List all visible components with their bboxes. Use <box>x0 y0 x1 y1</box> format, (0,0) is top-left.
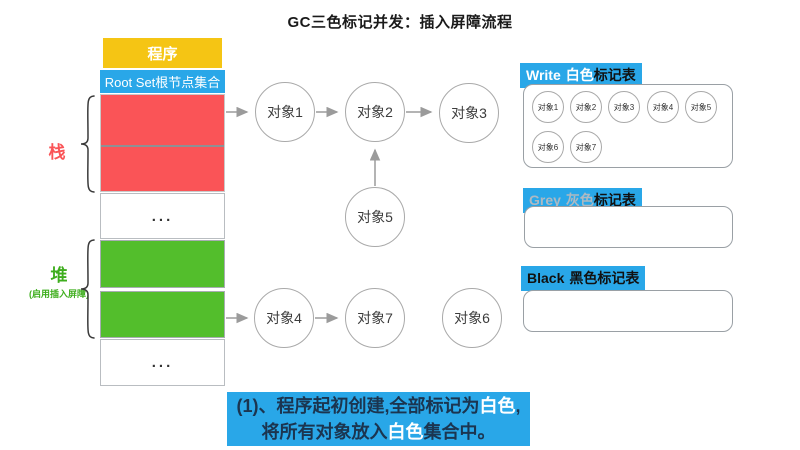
caption-line2-highlight: 白色 <box>387 422 424 442</box>
grey-table-color-word: 灰色 <box>565 192 594 208</box>
caption-line1-pre: (1)、程序起初创建,全部标记为 <box>236 396 480 416</box>
caption-box: (1)、程序起初创建,全部标记为白色, 将所有对象放入白色集合中。 <box>227 392 530 446</box>
heap-segment-2 <box>100 291 225 338</box>
heap-segment-1 <box>100 240 225 288</box>
white-table-item-object2: 对象2 <box>570 91 602 123</box>
rootset-box: Root Set根节点集合 <box>100 70 225 93</box>
program-box: 程序 <box>103 38 222 68</box>
white-table-en: Write <box>526 67 561 83</box>
graph-node-object4: 对象4 <box>254 288 314 348</box>
grey-table-en: Grey <box>529 192 561 208</box>
white-table-color-word: 白色 <box>565 67 594 83</box>
caption-line-2: 将所有对象放入白色集合中。 <box>262 419 496 445</box>
stack-ellipsis-box: ... <box>100 193 225 239</box>
caption-line-1: (1)、程序起初创建,全部标记为白色, <box>236 393 520 419</box>
caption-line1-post: , <box>515 396 521 416</box>
stack-segment-divider <box>101 145 224 147</box>
grey-table-box <box>524 206 733 248</box>
graph-node-object3: 对象3 <box>439 83 499 143</box>
white-table-item-object1: 对象1 <box>532 91 564 123</box>
white-table-item-object4: 对象4 <box>647 91 679 123</box>
black-table-suffix: 标记表 <box>597 270 640 286</box>
caption-line2-pre: 将所有对象放入 <box>261 422 388 442</box>
caption-line1-highlight: 白色 <box>479 396 516 416</box>
stack-label: 栈 <box>48 143 66 162</box>
heap-ellipsis-box: ... <box>100 339 225 386</box>
black-table-box <box>523 290 733 332</box>
black-table-en: Black <box>527 270 565 286</box>
white-table-item-object6: 对象6 <box>532 131 564 163</box>
heap-sublabel: (启用插入屏障) <box>29 289 89 299</box>
white-table-item-object7: 对象7 <box>570 131 602 163</box>
white-table-item-object3: 对象3 <box>608 91 640 123</box>
caption-line2-post: 集合中。 <box>423 422 496 442</box>
graph-node-object7: 对象7 <box>345 288 405 348</box>
graph-node-object2: 对象2 <box>345 82 405 142</box>
graph-node-object1: 对象1 <box>255 82 315 142</box>
graph-node-object6: 对象6 <box>442 288 502 348</box>
white-table-suffix: 标记表 <box>593 67 636 83</box>
heap-label: 堆 <box>50 266 68 285</box>
page-title: GC三色标记并发：插入屏障流程 <box>287 14 513 31</box>
grey-table-suffix: 标记表 <box>593 192 636 208</box>
stack-brace <box>80 95 95 193</box>
stack-segment <box>100 94 225 192</box>
white-table-item-object5: 对象5 <box>685 91 717 123</box>
black-table-color-word: 黑色 <box>569 270 598 286</box>
graph-node-object5: 对象5 <box>345 187 405 247</box>
